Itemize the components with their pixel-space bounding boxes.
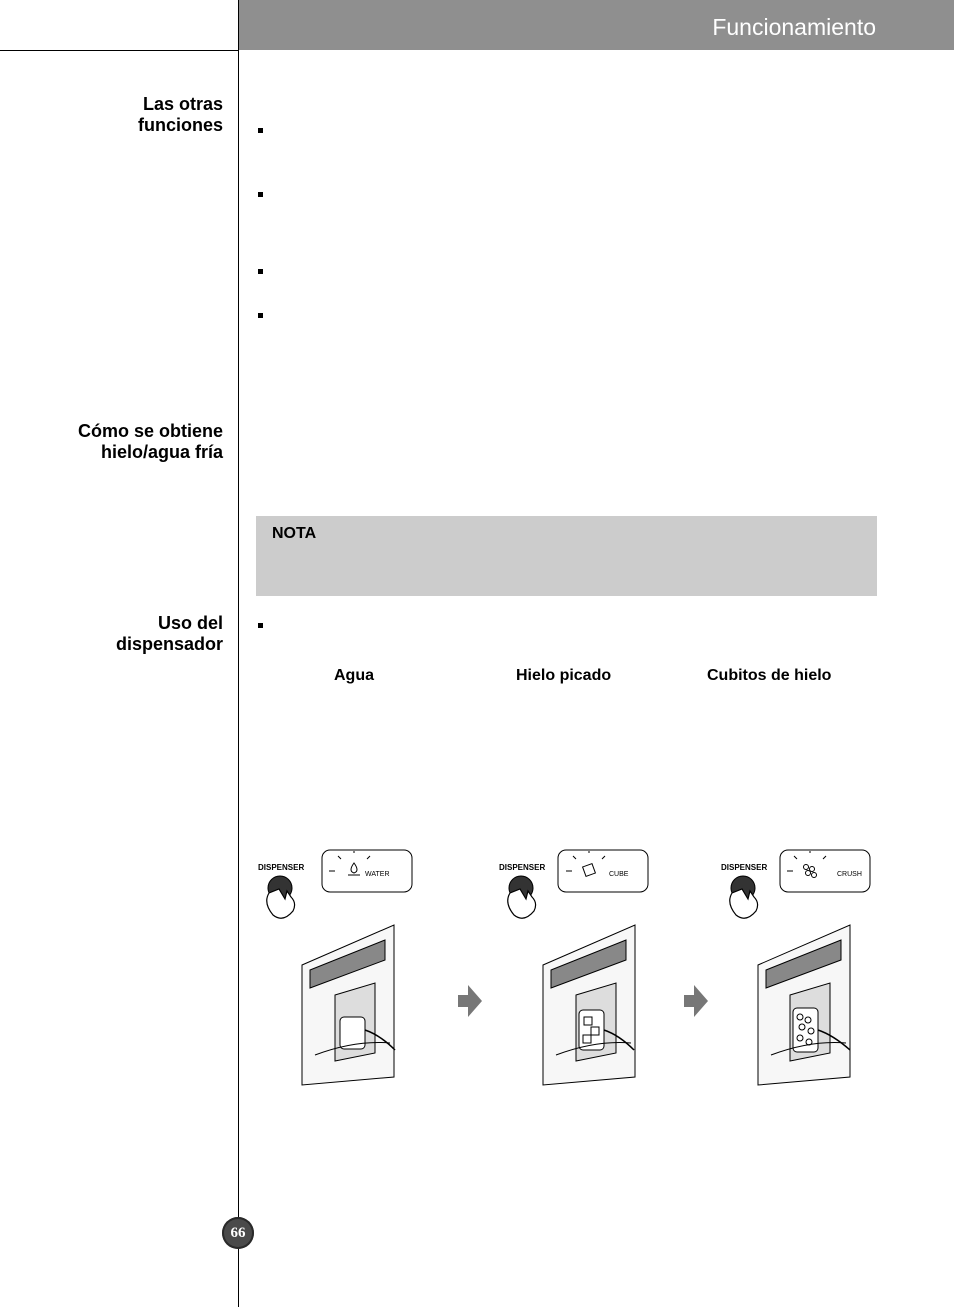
- crushed-ice-icon: [803, 864, 817, 878]
- arrow-right-icon: [458, 985, 482, 1017]
- dispenser-illustration-crush: DISPENSER CRUSH: [721, 849, 871, 1086]
- section-heading-uso-dispensador: Uso del dispensador: [116, 613, 223, 655]
- bullet-marker: [258, 192, 263, 197]
- column-label-cubitos: Cubitos de hielo: [707, 667, 832, 684]
- dispenser-button-label: DISPENSER: [499, 863, 545, 872]
- section-heading-line: dispensador: [115, 634, 223, 654]
- column-label-agua: Agua: [334, 667, 374, 684]
- header-divider: [0, 50, 238, 51]
- arrow-right-icon: [684, 985, 708, 1017]
- bullet-marker: [258, 269, 263, 274]
- section-heading-hielo-agua: Cómo se obtiene hielo/agua fría: [78, 421, 223, 463]
- bullet-marker: [258, 128, 263, 133]
- dispenser-illustration-cube: DISPENSER CUBE: [499, 849, 649, 1086]
- column-label-hielo-picado: Hielo picado: [516, 667, 612, 684]
- margin-divider: [238, 0, 239, 1307]
- note-box: NOTA: [256, 516, 877, 596]
- bullet-marker: [258, 313, 263, 318]
- dispenser-button-label: DISPENSER: [258, 863, 304, 872]
- hand-press-icon: [729, 888, 759, 919]
- header-bar: Funcionamiento: [238, 0, 954, 50]
- mode-display-panel: [557, 849, 649, 893]
- section-heading-line: Las otras: [142, 94, 223, 114]
- ice-cube-icon: [581, 862, 597, 878]
- mode-label: CRUSH: [837, 871, 862, 878]
- glass-icon: [339, 1016, 366, 1050]
- section-heading-line: hielo/agua fría: [100, 442, 223, 462]
- note-label: NOTA: [272, 525, 317, 542]
- mode-label: CUBE: [609, 871, 629, 878]
- mode-display-panel: [321, 849, 413, 893]
- page-title: Funcionamiento: [712, 14, 876, 40]
- water-drop-icon: [350, 862, 358, 874]
- hand-press-icon: [266, 888, 296, 919]
- section-heading-line: Cómo se obtiene: [77, 421, 223, 441]
- mode-label: WATER: [365, 871, 390, 878]
- hand-press-icon: [507, 888, 537, 919]
- page-number-badge: 66: [222, 1217, 254, 1249]
- section-heading-line: funciones: [137, 115, 223, 135]
- dispenser-illustration-water: DISPENSER WATER: [258, 849, 413, 1086]
- section-heading-line: Uso del: [157, 613, 223, 633]
- dispenser-button-label: DISPENSER: [721, 863, 767, 872]
- mode-display-panel: [779, 849, 871, 893]
- bullet-marker: [258, 623, 263, 628]
- section-heading-otras-funciones: Las otras funciones: [138, 94, 223, 136]
